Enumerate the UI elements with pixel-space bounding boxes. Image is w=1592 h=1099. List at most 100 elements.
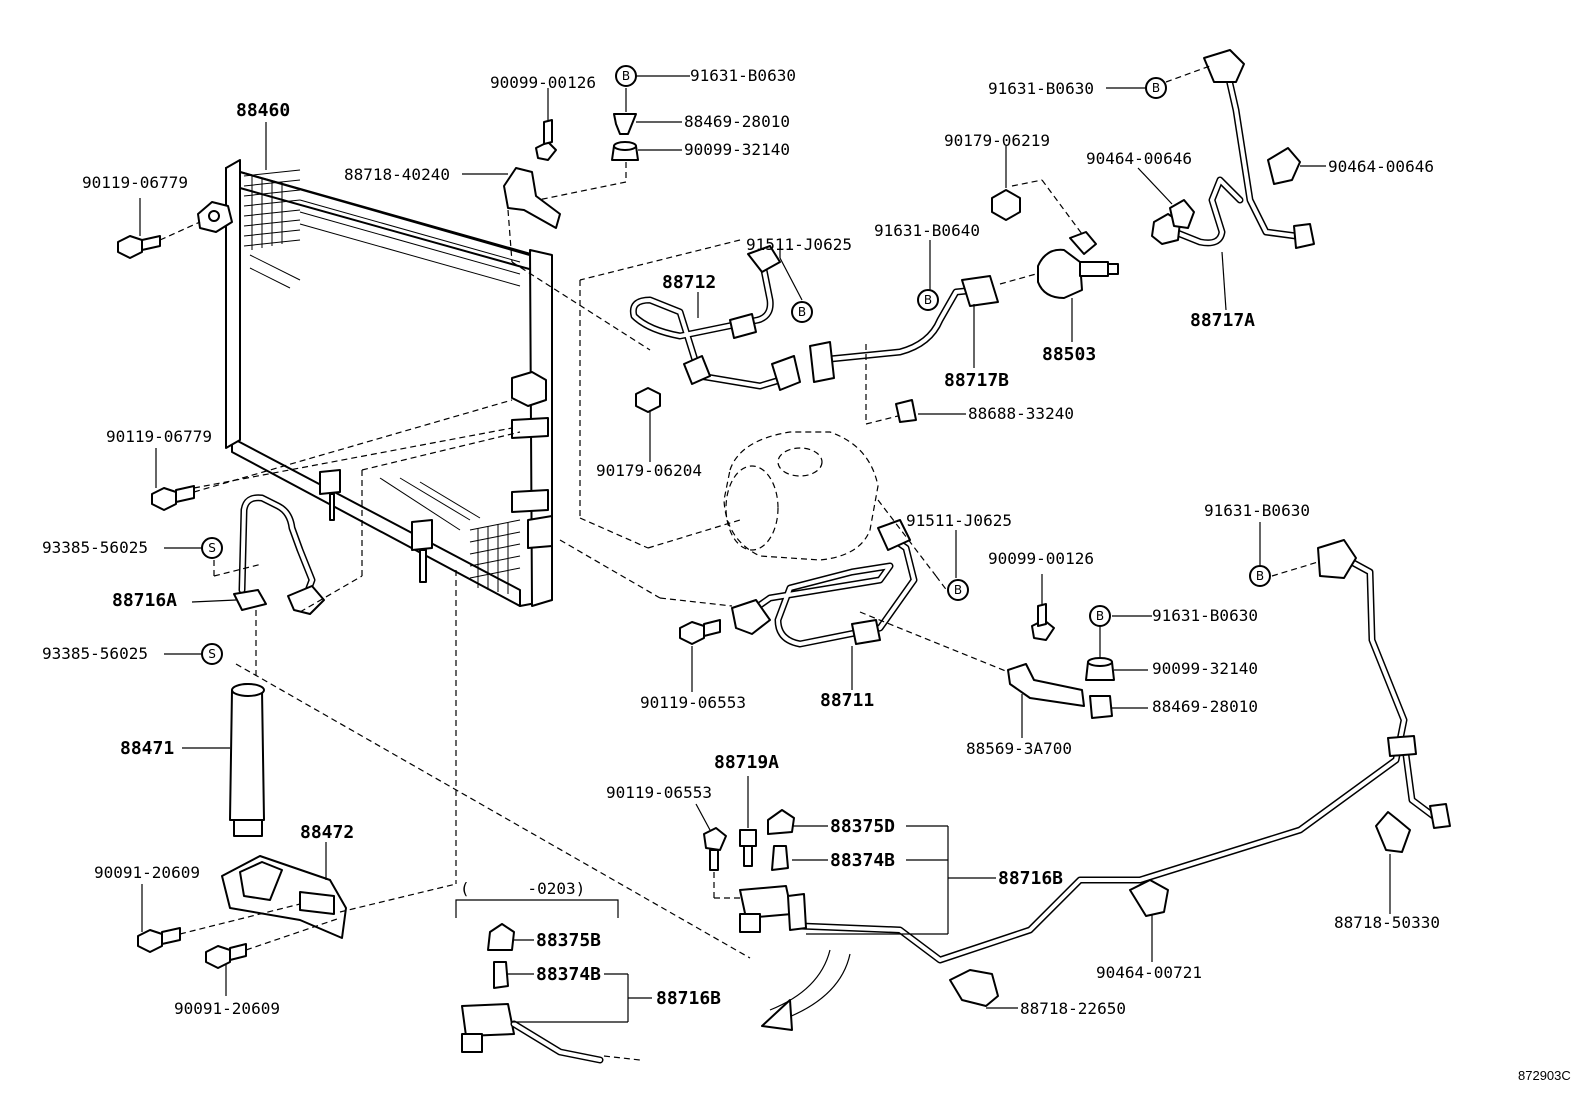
switch-block-88716B bbox=[739, 885, 807, 933]
label-88471: 88471 bbox=[120, 738, 174, 759]
cap-88375D bbox=[767, 809, 795, 835]
bracket-88718-40240 bbox=[503, 167, 561, 229]
label-91631-B0640: 91631-B0640 bbox=[874, 221, 980, 240]
bracket-88472 bbox=[221, 855, 347, 939]
clip-88688-33240 bbox=[895, 399, 917, 423]
label-93385-56025-b: 93385-56025 bbox=[42, 644, 148, 663]
label-model-range: ( -0203) bbox=[460, 879, 585, 898]
cushion-88469-28010-right bbox=[1089, 695, 1113, 719]
switch-88374B-a bbox=[771, 845, 789, 871]
label-91631-B0630-a: 91631-B0630 bbox=[690, 66, 796, 85]
label-88718-40240: 88718-40240 bbox=[344, 165, 450, 184]
switch-88719A bbox=[739, 829, 757, 867]
label-90179-06219: 90179-06219 bbox=[944, 131, 1050, 150]
bolt-90119-06553-a bbox=[679, 619, 721, 645]
receiver-drier-88471 bbox=[229, 683, 265, 837]
pipe-88716B bbox=[796, 539, 1451, 964]
pipe-88711 bbox=[731, 519, 918, 648]
svg-text:B: B bbox=[954, 583, 962, 597]
bolt-90119-06779-top bbox=[117, 235, 161, 259]
label-88375D: 88375D bbox=[830, 816, 895, 837]
label-88375B: 88375B bbox=[536, 930, 601, 951]
svg-text:B: B bbox=[798, 305, 806, 319]
label-90119-06553-a: 90119-06553 bbox=[640, 693, 746, 712]
bolt-90119-06553-b bbox=[703, 827, 727, 871]
label-90464-00646-a: 90464-00646 bbox=[1086, 149, 1192, 168]
svg-text:B: B bbox=[1152, 81, 1160, 95]
cushion-90099-32140-top bbox=[611, 141, 639, 161]
compressor-outline bbox=[723, 431, 879, 561]
marker-b-3: B bbox=[791, 301, 813, 323]
inset-early-model bbox=[455, 899, 641, 1064]
label-90464-00721: 90464-00721 bbox=[1096, 963, 1202, 982]
bolt-90091-20609-b bbox=[205, 943, 247, 969]
bolt-90119-06779-lower bbox=[151, 485, 195, 511]
label-90099-00126-a: 90099-00126 bbox=[490, 73, 596, 92]
bracket-88569-3A700 bbox=[1007, 663, 1085, 707]
label-88712: 88712 bbox=[662, 272, 716, 293]
leader-lines bbox=[139, 65, 1391, 1023]
diagram-id: 872903C bbox=[1518, 1068, 1571, 1083]
clamp-88718-50330 bbox=[1375, 811, 1411, 853]
direction-arrow bbox=[761, 949, 851, 1031]
nut-90179-06219 bbox=[991, 189, 1021, 221]
bolt-90099-00126-right bbox=[1031, 603, 1055, 641]
label-88719A: 88719A bbox=[714, 752, 779, 773]
label-91631-B0630-c: 91631-B0630 bbox=[1204, 501, 1310, 520]
label-91511-J0625-a: 91511-J0625 bbox=[746, 235, 852, 254]
label-90119-06779-a: 90119-06779 bbox=[82, 173, 188, 192]
label-90179-06204: 90179-06204 bbox=[596, 461, 702, 480]
svg-text:B: B bbox=[622, 69, 630, 83]
valve-88503 bbox=[1037, 231, 1119, 299]
bolt-90099-00126-top bbox=[535, 119, 557, 161]
marker-s-2: S bbox=[201, 643, 223, 665]
label-88688-33240: 88688-33240 bbox=[968, 404, 1074, 423]
label-88469-28010-a: 88469-28010 bbox=[684, 112, 790, 131]
label-91511-J0625-b: 91511-J0625 bbox=[906, 511, 1012, 530]
svg-text:S: S bbox=[208, 647, 216, 661]
label-90119-06553-b: 90119-06553 bbox=[606, 783, 712, 802]
marker-b-5: B bbox=[947, 579, 969, 601]
svg-text:S: S bbox=[208, 541, 216, 555]
part-labels: 88460 90119-06779 90119-06779 93385-5602… bbox=[42, 66, 1571, 1083]
label-88716B-a: 88716B bbox=[998, 868, 1063, 889]
cushion-88469-28010-top bbox=[613, 113, 637, 135]
clamp-90464-00646-b bbox=[1267, 147, 1301, 185]
label-88718-50330: 88718-50330 bbox=[1334, 913, 1440, 932]
marker-b-2: B bbox=[1145, 77, 1167, 99]
svg-text:B: B bbox=[1096, 609, 1104, 623]
label-88716B-b: 88716B bbox=[656, 988, 721, 1009]
cushion-90099-32140-right bbox=[1085, 657, 1115, 681]
label-88503: 88503 bbox=[1042, 344, 1096, 365]
svg-text:B: B bbox=[1256, 569, 1264, 583]
label-90099-00126-b: 90099-00126 bbox=[988, 549, 1094, 568]
bolt-90091-20609-a bbox=[137, 927, 181, 953]
label-90091-20609-a: 90091-20609 bbox=[94, 863, 200, 882]
nut-90179-06204 bbox=[635, 387, 661, 413]
pipe-88716A bbox=[233, 494, 325, 615]
label-88472: 88472 bbox=[300, 822, 354, 843]
label-91631-B0630-b: 91631-B0630 bbox=[988, 79, 1094, 98]
label-90119-06779-b: 90119-06779 bbox=[106, 427, 212, 446]
marker-s-1: S bbox=[201, 537, 223, 559]
label-88469-28010-b: 88469-28010 bbox=[1152, 697, 1258, 716]
marker-b-7: B bbox=[1089, 605, 1111, 627]
pipe-88717B bbox=[809, 275, 999, 383]
label-88717B: 88717B bbox=[944, 370, 1009, 391]
label-88711: 88711 bbox=[820, 690, 874, 711]
label-90099-32140-b: 90099-32140 bbox=[1152, 659, 1258, 678]
svg-text:B: B bbox=[924, 293, 932, 307]
marker-b-1: B bbox=[615, 65, 637, 87]
label-90091-20609-b: 90091-20609 bbox=[174, 999, 280, 1018]
clamp-90464-00721 bbox=[1129, 879, 1169, 917]
label-93385-56025-a: 93385-56025 bbox=[42, 538, 148, 557]
label-88716A: 88716A bbox=[112, 590, 177, 611]
condenser-assembly bbox=[197, 159, 553, 607]
label-88718-22650: 88718-22650 bbox=[1020, 999, 1126, 1018]
label-88717A: 88717A bbox=[1190, 310, 1255, 331]
marker-b-6: B bbox=[1249, 565, 1271, 587]
label-90464-00646-b: 90464-00646 bbox=[1328, 157, 1434, 176]
clamp-90464-00646-a bbox=[1169, 199, 1195, 229]
label-88374B-a: 88374B bbox=[830, 850, 895, 871]
